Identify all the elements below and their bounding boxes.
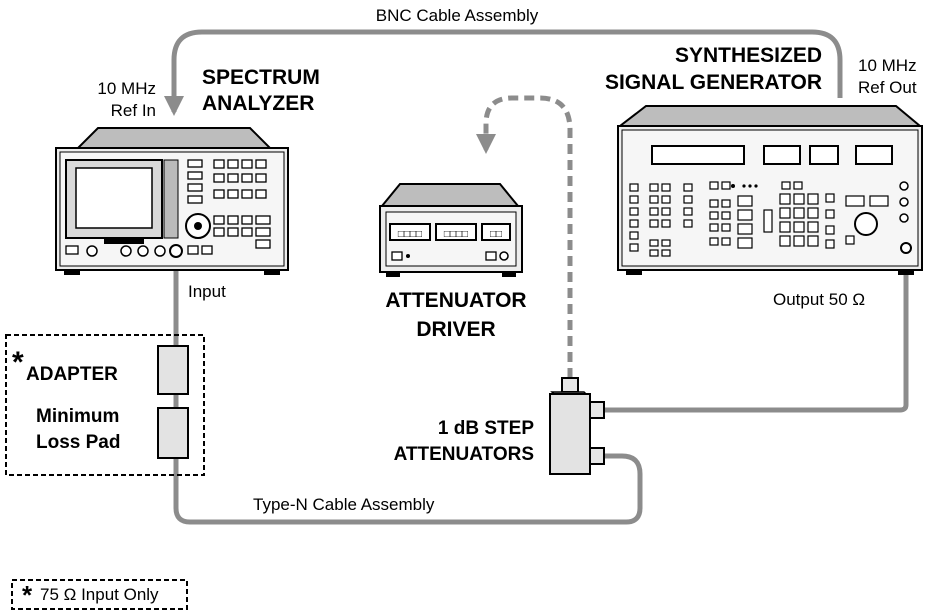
- ref-out-label-line2: Ref Out: [858, 78, 917, 97]
- synth-gen-label-line1: SYNTHESIZED: [675, 44, 822, 67]
- step-attenuator: [549, 377, 605, 475]
- attenuator-driver-label-line2: DRIVER: [416, 318, 495, 341]
- ref-out-label-line1: 10 MHz: [858, 56, 917, 75]
- driver-display-3: □□: [490, 229, 502, 240]
- driver-display-1: □□□□: [398, 229, 422, 240]
- spectrum-analyzer: [55, 127, 289, 275]
- output-label: Output 50 Ω: [773, 290, 865, 309]
- spectrum-analyzer-label-line2: ANALYZER: [202, 92, 314, 115]
- type-n-cable: [173, 252, 643, 525]
- bnc-cable-label: BNC Cable Assembly: [376, 6, 539, 25]
- adapter-block: [157, 345, 189, 395]
- step-attenuator-label-line2: ATTENUATORS: [394, 444, 534, 465]
- ref-in-label-line1: 10 MHz: [97, 79, 156, 98]
- footnote-box: [11, 579, 188, 610]
- min-loss-pad-label-line2: Loss Pad: [36, 432, 120, 453]
- adapter-asterisk: *: [12, 346, 24, 379]
- output-cable: [604, 252, 909, 413]
- footnote-asterisk: *: [22, 580, 33, 610]
- ref-in-label-line2: Ref In: [111, 101, 156, 120]
- type-n-cable-label: Type-N Cable Assembly: [253, 495, 435, 514]
- adapter-pad-group-box: [5, 334, 205, 476]
- synthesized-signal-generator: [617, 105, 923, 275]
- spectrum-analyzer-label-line1: SPECTRUM: [202, 66, 320, 89]
- min-loss-pad-label-line1: Minimum: [36, 406, 119, 427]
- generator-output-port: [900, 242, 912, 254]
- analyzer-input-port: [169, 244, 183, 258]
- footnote-label: 75 Ω Input Only: [40, 585, 159, 604]
- adapter-label: ADAPTER: [26, 364, 118, 385]
- input-label: Input: [188, 282, 226, 301]
- attenuator-driver-label-line1: ATTENUATOR: [385, 289, 526, 312]
- bnc-cable: [164, 29, 843, 116]
- minimum-loss-pad-block: [157, 407, 189, 459]
- synth-gen-label-line2: SIGNAL GENERATOR: [605, 71, 822, 94]
- driver-display-2: □□□□: [444, 229, 468, 240]
- attenuator-driver: □□□□ □□□□ □□: [379, 183, 523, 277]
- step-attenuator-label-line1: 1 dB STEP: [438, 418, 534, 439]
